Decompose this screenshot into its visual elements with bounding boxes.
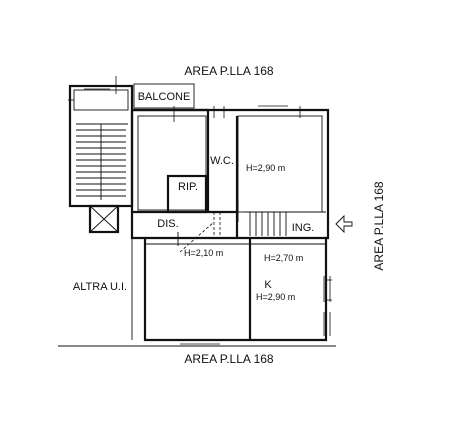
area-label-bottom: AREA P.LLA 168 <box>184 352 274 366</box>
stairwell <box>68 84 134 208</box>
k-height-label: H=2,90 m <box>256 292 295 302</box>
area-label-top: AREA P.LLA 168 <box>184 64 274 78</box>
altra-label: ALTRA U.I. <box>73 281 127 293</box>
balcony: BALCONE <box>133 83 195 109</box>
windows <box>68 76 332 345</box>
property-boundary <box>58 238 336 347</box>
wc-label: W.C. <box>210 155 234 167</box>
k-label: K <box>264 279 272 291</box>
entrance-stairs <box>244 211 326 236</box>
rip-label: RIP. <box>178 181 198 193</box>
area-label-right: AREA P.LLA 168 <box>372 181 386 271</box>
elevator-icon <box>88 204 120 234</box>
ing-height-label: H=2,70 m <box>264 253 303 263</box>
dis-height-label: H=2,10 m <box>184 248 223 258</box>
entrance-arrow-icon <box>335 214 353 234</box>
door-swings <box>177 198 239 253</box>
balcone-label: BALCONE <box>138 91 191 103</box>
room-height-label: H=2,90 m <box>246 163 285 173</box>
ing-label: ING. <box>292 222 315 234</box>
dis-label: DIS. <box>157 218 178 230</box>
outer-walls <box>130 108 330 342</box>
